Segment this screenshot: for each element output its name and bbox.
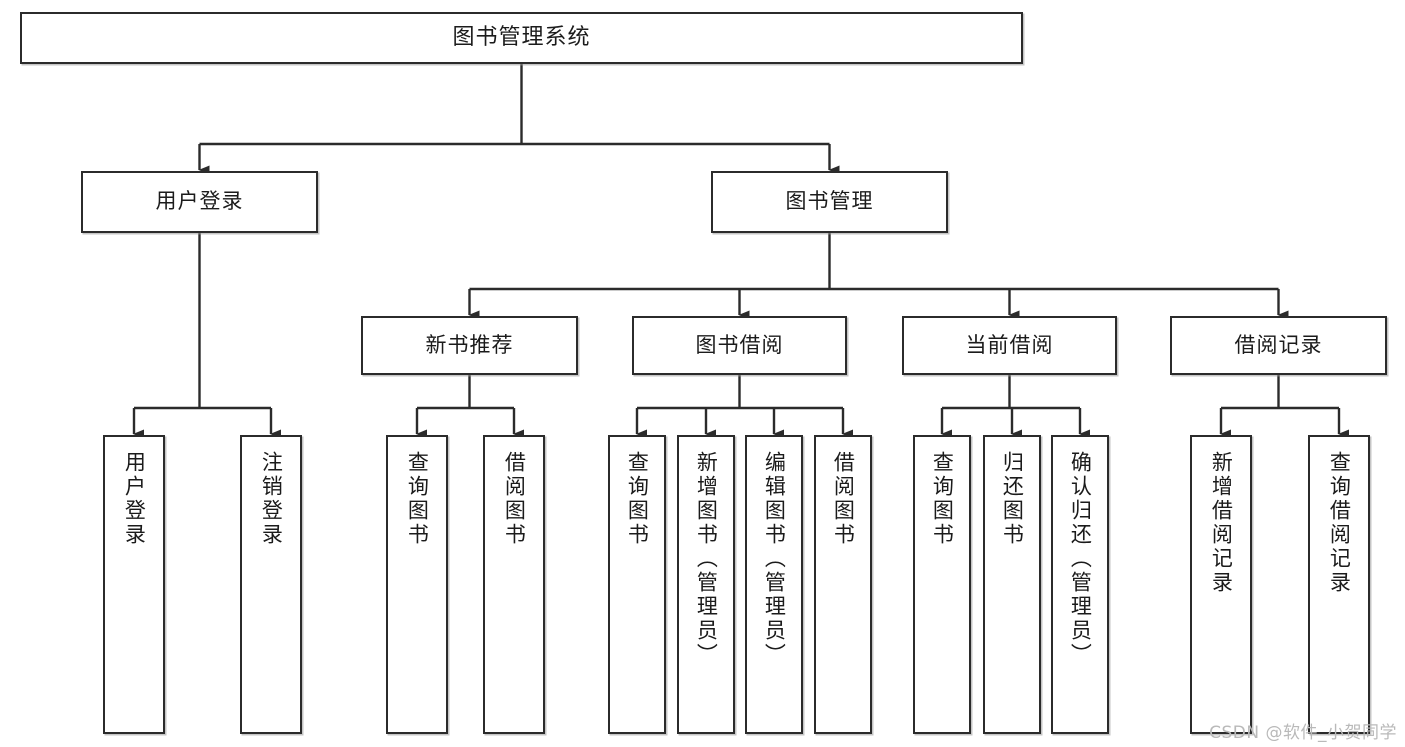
node-book-borrow[interactable]: 图书借阅 [632,316,847,375]
node-label: 图书管理系统 [452,24,591,50]
node-user-login[interactable]: 用户登录 [81,171,318,233]
node-label: 查询图书 [625,451,650,547]
node-label: 借阅记录 [1234,332,1323,357]
node-label: 新增借阅记录 [1209,451,1234,595]
node-leaf-query-borrow-record[interactable]: 查询借阅记录 [1308,435,1370,734]
node-label: 新增图书（管理员） [694,451,719,667]
node-label: 注销登录 [259,451,284,547]
node-book-manage[interactable]: 图书管理 [711,171,948,233]
node-leaf-confirm-return[interactable]: 确认归还（管理员） [1051,435,1109,734]
node-root-图书管理系统[interactable]: 图书管理系统 [20,12,1023,64]
node-label: 借阅图书 [831,451,856,547]
node-label: 当前借阅 [965,332,1054,357]
node-label: 归还图书 [1000,451,1025,547]
node-borrow-record[interactable]: 借阅记录 [1170,316,1387,375]
node-label: 新书推荐 [425,332,514,357]
node-label: 编辑图书（管理员） [762,451,787,667]
node-label: 借阅图书 [502,451,527,547]
node-leaf-borrow-book-1[interactable]: 借阅图书 [483,435,545,734]
node-leaf-logout-login[interactable]: 注销登录 [240,435,302,734]
node-leaf-add-borrow-record[interactable]: 新增借阅记录 [1190,435,1252,734]
node-label: 图书借阅 [695,332,784,357]
node-leaf-query-book-2[interactable]: 查询图书 [608,435,666,734]
node-label: 确认归还（管理员） [1068,451,1093,667]
node-label: 查询借阅记录 [1327,451,1352,595]
node-label: 用户登录 [122,451,147,547]
node-leaf-return-book[interactable]: 归还图书 [983,435,1041,734]
node-leaf-query-book-3[interactable]: 查询图书 [913,435,971,734]
node-label: 图书管理 [785,189,874,214]
node-leaf-user-login[interactable]: 用户登录 [103,435,165,734]
node-label: 查询图书 [930,451,955,547]
node-leaf-add-book-admin[interactable]: 新增图书（管理员） [677,435,735,734]
node-new-book-recommend[interactable]: 新书推荐 [361,316,578,375]
edges-group [132,64,1349,439]
node-current-borrow[interactable]: 当前借阅 [902,316,1117,375]
watermark-text: CSDN @软件_小贺同学 [1209,723,1397,743]
node-leaf-borrow-book-2[interactable]: 借阅图书 [814,435,872,734]
node-label: 用户登录 [155,189,244,214]
node-label: 查询图书 [405,451,430,547]
node-leaf-query-book-1[interactable]: 查询图书 [386,435,448,734]
node-leaf-edit-book-admin[interactable]: 编辑图书（管理员） [745,435,803,734]
